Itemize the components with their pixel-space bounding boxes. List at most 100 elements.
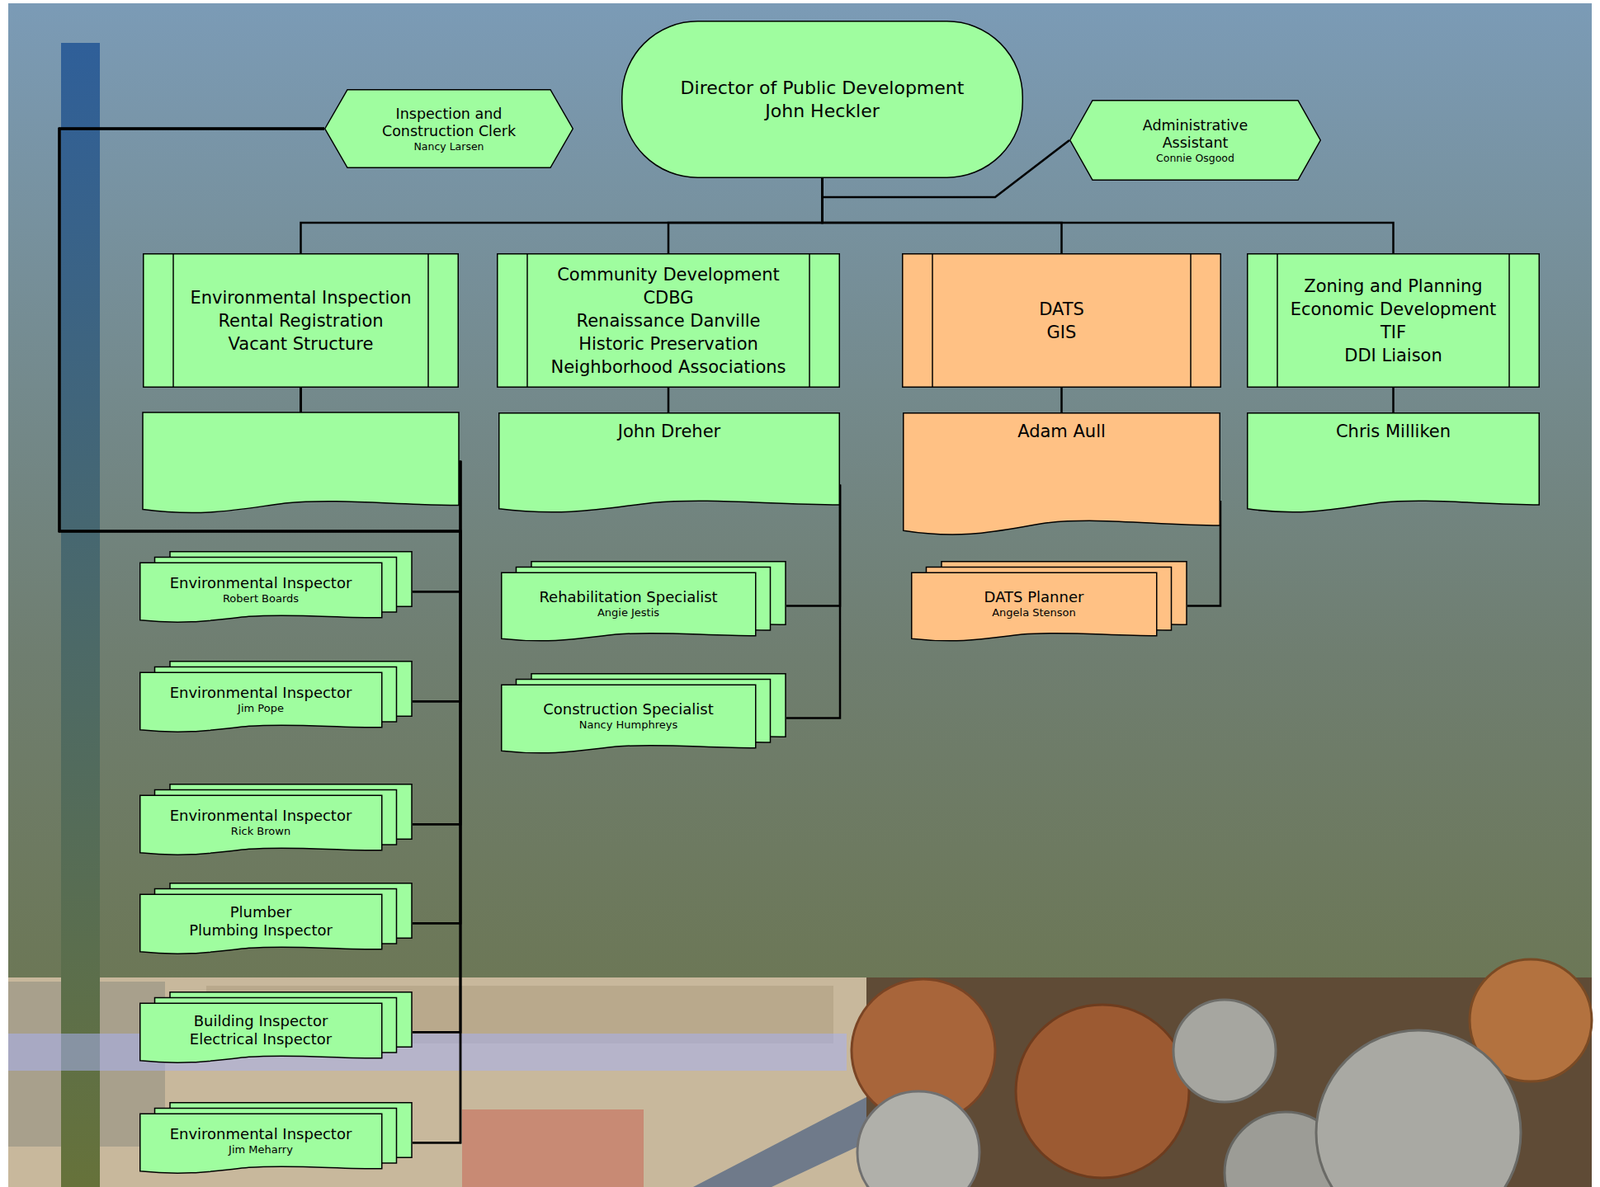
node-title: Environmental Inspector — [169, 684, 353, 703]
process-bar — [1508, 254, 1511, 388]
node-text: Economic Development — [1290, 297, 1497, 321]
node-text: Neighborhood Associations — [550, 355, 786, 379]
process-bar — [1189, 254, 1192, 388]
connector-line — [59, 128, 461, 1033]
connector-line — [1060, 387, 1063, 413]
text-area: Rehabilitation SpecialistAngie Jestis — [505, 575, 751, 633]
process-outline — [143, 254, 459, 388]
process-bar — [172, 254, 175, 388]
node-text: Nancy Humphreys — [579, 718, 679, 732]
process-bar — [526, 254, 529, 388]
node-text: Angie Jestis — [597, 606, 660, 620]
coin — [1015, 1005, 1190, 1179]
text-area: Chris Milliken — [1255, 420, 1532, 496]
node-text: Plumbing Inspector — [188, 921, 333, 940]
node-text: Connie Osgood — [1156, 151, 1235, 165]
side-bar — [61, 42, 100, 1187]
document-outline — [903, 413, 1221, 535]
node-title: Administrative Assistant — [1125, 117, 1266, 152]
clerk-box: Inspection and Construction ClerkNancy L… — [324, 89, 574, 169]
process-bar — [931, 254, 934, 388]
document-stack-sheet — [140, 672, 383, 732]
document-stack-sheet — [140, 1003, 383, 1063]
assistant-box: Administrative AssistantConnie Osgood — [1069, 99, 1322, 181]
node-outline — [1246, 253, 1540, 388]
connector-line — [668, 178, 823, 254]
connector-line — [1392, 387, 1395, 413]
text-area: Director of Public DevelopmentJohn Heckl… — [654, 30, 991, 169]
connector-line — [59, 128, 461, 592]
node-title: Plumber — [230, 903, 293, 922]
node-title: Inspection and Construction Clerk — [366, 105, 532, 141]
process-outline — [1247, 254, 1540, 388]
node-title: Community Development — [556, 263, 780, 287]
node-text: Angela Stenson — [991, 606, 1077, 620]
node-text: GIS — [1047, 320, 1077, 345]
banknote-strip — [693, 1097, 867, 1187]
staff-box: PlumberPlumbing Inspector — [139, 882, 413, 957]
document-stack-sheet — [140, 1113, 383, 1174]
text-area: Administrative AssistantConnie Osgood — [1094, 103, 1297, 177]
staff-box: Environmental InspectorRobert Boards — [139, 551, 413, 625]
node-outline — [901, 253, 1222, 388]
director-box: Director of Public DevelopmentJohn Heckl… — [621, 20, 1024, 179]
text-area: Environmental InspectorRick Brown — [144, 798, 378, 847]
staff-box: Building InspectorElectrical Inspector — [139, 991, 413, 1066]
document-stack-sheet — [501, 572, 756, 642]
process-bar — [427, 254, 430, 388]
process-bar — [1276, 254, 1279, 388]
node-text: Historic Preservation — [578, 332, 759, 356]
manager-box: Chris Milliken — [1246, 412, 1540, 516]
node-text: Rick Brown — [231, 825, 291, 839]
text-area: DATSGIS — [936, 257, 1187, 384]
connector-line — [59, 128, 461, 924]
manager-box: John Dreher — [498, 412, 841, 516]
process-bar — [808, 254, 811, 388]
process-outline — [497, 254, 841, 388]
text-area: Environmental InspectorJim Meharry — [144, 1117, 378, 1166]
coin — [1316, 1030, 1521, 1187]
node-text: TIF — [1380, 320, 1407, 345]
document-outline — [1247, 413, 1540, 513]
connector-line — [301, 178, 823, 254]
text-area: Adam Aull — [910, 420, 1213, 514]
node-text: DDI Liaison — [1344, 344, 1443, 368]
text-area: John Dreher — [506, 420, 832, 496]
connector-line — [786, 485, 841, 719]
text-area: Environmental InspectorRobert Boards — [144, 566, 378, 614]
banknote — [8, 977, 867, 1187]
node-title: DATS — [1038, 297, 1085, 321]
empty-manager-box — [142, 412, 459, 513]
manager-box: Adam Aull — [902, 412, 1221, 539]
coin — [857, 1091, 980, 1187]
banknote-pattern — [462, 1109, 644, 1187]
node-title: Construction Specialist — [542, 700, 714, 719]
division-box: Zoning and PlanningEconomic DevelopmentT… — [1246, 253, 1540, 388]
node-text: CDBG — [642, 286, 694, 310]
document-stack-sheet — [911, 572, 1157, 642]
node-title: DATS Planner — [984, 588, 1085, 607]
staff-box: DATS PlannerAngela Stenson — [910, 561, 1188, 644]
connector-line — [59, 128, 461, 825]
text-area: Inspection and Construction ClerkNancy L… — [349, 93, 549, 165]
connector-line — [59, 128, 461, 702]
node-title: Zoning and Planning — [1303, 274, 1483, 298]
text-area: Environmental InspectorJim Pope — [144, 675, 378, 724]
hexagon-outline — [325, 89, 574, 169]
document-stack-sheet — [140, 562, 383, 623]
node-text: Jim Meharry — [228, 1143, 293, 1157]
node-text: Robert Boards — [222, 592, 299, 606]
staff-box: Rehabilitation SpecialistAngie Jestis — [500, 561, 787, 644]
connector-line — [822, 178, 1062, 254]
backdrop — [8, 3, 1592, 1187]
node-text: Vacant Structure — [228, 332, 374, 356]
connector-line — [667, 387, 671, 413]
node-text: Jim Pope — [237, 702, 284, 716]
node-text: Nancy Larsen — [413, 140, 484, 153]
accent-band — [8, 1033, 847, 1072]
connector-line — [59, 128, 461, 1143]
staff-box: Environmental InspectorJim Pope — [139, 660, 413, 735]
node-outline — [621, 20, 1024, 179]
